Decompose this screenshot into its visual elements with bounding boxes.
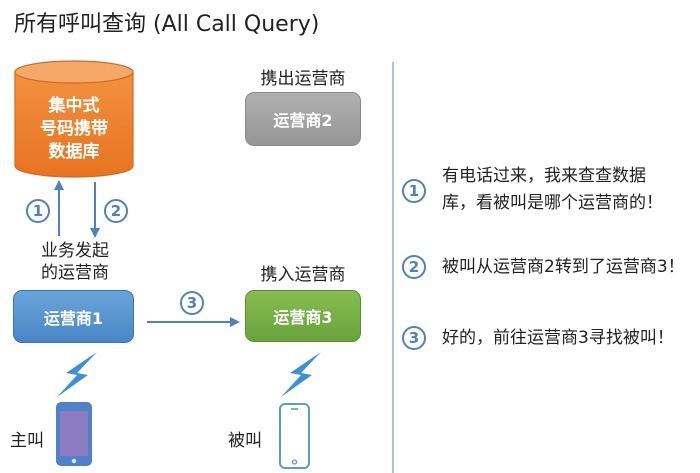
donor-carrier-label: 携出运营商 xyxy=(260,69,346,89)
carrier-1-box: 运营商1 xyxy=(13,290,134,343)
step-marker-1: 1 xyxy=(26,199,50,223)
step-marker-2: 2 xyxy=(104,199,128,223)
database-label: 集中式 号码携带 数据库 xyxy=(40,96,108,162)
database-cylinder-icon xyxy=(14,60,134,178)
recipient-carrier-label: 携入运营商 xyxy=(260,265,346,285)
diagram-title: 所有呼叫查询 (All Call Query) xyxy=(14,12,320,37)
note-marker-3: 3 xyxy=(402,326,426,350)
note-1-text: 有电话过来，我来查查数据 库，看被叫是哪个运营商的！ xyxy=(442,166,663,213)
note-marker-2: 2 xyxy=(402,255,426,279)
carrier-3-box: 运营商3 xyxy=(245,290,361,342)
step-marker-3: 3 xyxy=(180,291,204,315)
lightning-icon xyxy=(57,352,97,397)
smartphone-icon xyxy=(56,402,92,466)
smartphone-icon xyxy=(279,403,310,469)
callee-label: 被叫 xyxy=(228,431,262,451)
lightning-icon xyxy=(281,352,321,397)
divider-line xyxy=(392,62,394,473)
note-3-text: 好的，前往运营商3寻找被叫！ xyxy=(442,328,674,348)
carrier-2-box: 运营商2 xyxy=(245,92,361,146)
originating-carrier-label: 业务发起 的运营商 xyxy=(41,241,109,283)
note-marker-1: 1 xyxy=(402,179,426,203)
caller-label: 主叫 xyxy=(10,431,44,451)
note-2-text: 被叫从运营商2转到了运营商3！ xyxy=(442,257,685,277)
